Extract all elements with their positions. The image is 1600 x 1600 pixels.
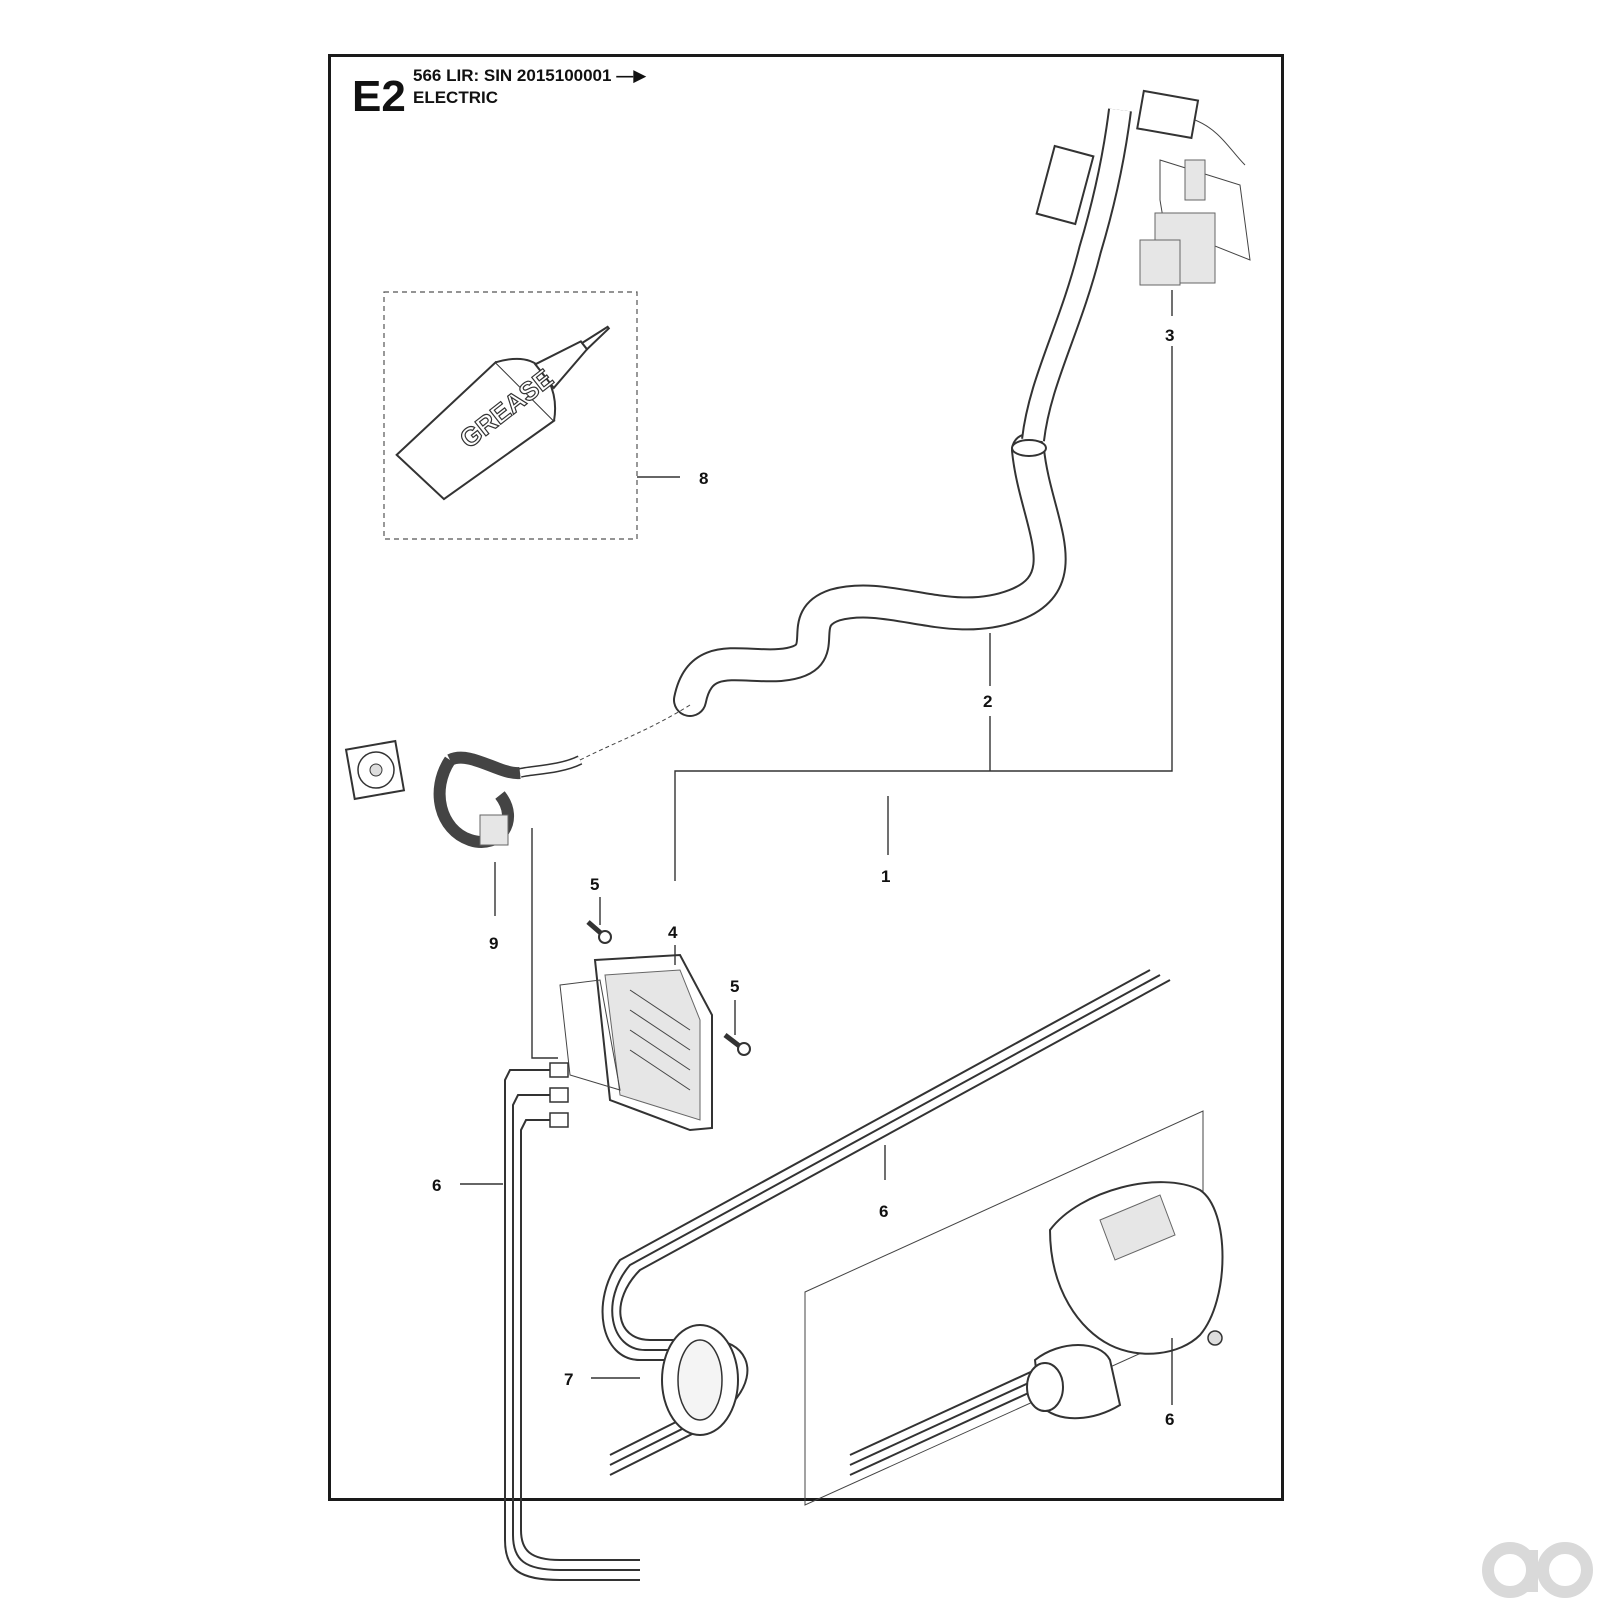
callout-1: 1	[881, 867, 890, 886]
brand-watermark-icon	[1482, 1542, 1593, 1598]
callout-4: 4	[668, 923, 678, 942]
wire-connectors	[549, 1062, 569, 1128]
switch-unit	[1035, 89, 1251, 286]
callout-6-left: 6	[432, 1176, 441, 1195]
callout-9: 9	[489, 934, 498, 953]
callout-2: 2	[983, 692, 992, 711]
callout-5-upper: 5	[590, 875, 599, 894]
section-title: ELECTRIC	[413, 88, 498, 107]
grease-tube-group: GREASE	[383, 291, 638, 540]
control-module	[559, 953, 713, 1132]
callout-3: 3	[1165, 326, 1174, 345]
callout-8: 8	[699, 469, 708, 488]
callout-5-lower: 5	[730, 977, 739, 996]
grease-tube: GREASE	[395, 325, 611, 501]
arrow-right-icon: —▶	[616, 66, 647, 85]
callout-7: 7	[564, 1370, 573, 1389]
leader-lines	[460, 290, 1173, 1405]
motor-housing	[804, 1110, 1224, 1506]
optional-part-box	[383, 291, 638, 540]
callout-6-right: 6	[1165, 1410, 1174, 1429]
harness-cable	[518, 108, 1132, 778]
ferrite-core	[661, 1324, 739, 1436]
model-line: 566 LIR: SIN 2015100001 —▶	[413, 66, 646, 86]
model-line-text: 566 LIR: SIN 2015100001	[413, 66, 612, 85]
fan-assembly	[344, 739, 521, 848]
screw-upper	[586, 920, 612, 944]
callout-6-middle: 6	[879, 1202, 888, 1221]
screw-lower	[723, 1033, 751, 1056]
diagram-frame	[328, 54, 1284, 1501]
sheet-id: E2	[352, 72, 406, 121]
